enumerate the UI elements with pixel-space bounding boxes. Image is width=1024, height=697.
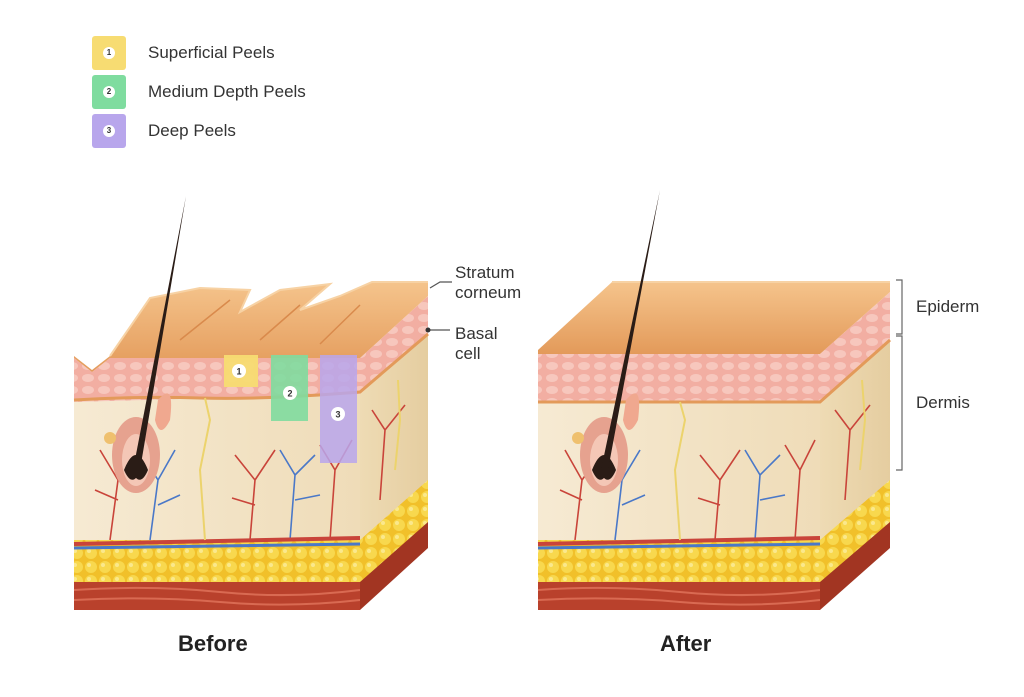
- before-caption: Before: [178, 631, 248, 656]
- before-muscle-side: [360, 520, 428, 610]
- after-blood-vessels: [537, 404, 871, 550]
- legend-label-deep: Deep Peels: [148, 121, 236, 140]
- after-muscle-side: [820, 520, 890, 610]
- basal-cell-label: Basal cell: [455, 324, 498, 364]
- epidermis-bracket: [896, 279, 903, 335]
- after-stratum-corneum: [538, 282, 890, 354]
- after-epidermis-cells-side: [820, 292, 890, 402]
- before-stratum-corneum: [74, 282, 428, 372]
- after-hair-follicle: [572, 190, 660, 493]
- legend: 1 Superficial Peels 2 Medium Depth Peels…: [92, 34, 306, 151]
- before-fat-side: [360, 478, 428, 582]
- stratum-corneum-leader: [429, 281, 452, 289]
- basal-cell-label-line2: cell: [455, 344, 481, 363]
- before-dermis-side: [360, 332, 428, 540]
- peel-marker-2-number: 2: [287, 389, 292, 399]
- stratum-corneum-label-line1: Stratum: [455, 263, 515, 282]
- legend-swatch-2: 2: [92, 75, 126, 109]
- epidermis-label: Epiderm: [916, 297, 980, 316]
- dermis-bracket: [896, 335, 903, 471]
- legend-label-medium: Medium Depth Peels: [148, 82, 306, 101]
- after-epidermis-cells: [538, 354, 820, 402]
- after-caption: After: [660, 631, 712, 656]
- after-fat-side: [820, 478, 890, 582]
- before-epidermis-cells-side: [360, 296, 428, 394]
- legend-swatch-1: 1: [92, 36, 126, 70]
- legend-number-1: 1: [103, 47, 115, 59]
- legend-number-3: 3: [103, 125, 115, 137]
- basal-cell-label-line1: Basal: [455, 324, 498, 343]
- after-muscle-layer: [538, 580, 820, 610]
- legend-swatch-3: 3: [92, 114, 126, 148]
- before-nerve: [198, 397, 212, 541]
- stratum-corneum-label-line2: corneum: [455, 283, 522, 302]
- legend-item-deep: 3 Deep Peels: [92, 112, 306, 150]
- before-skin-block: 1 2 3: [73, 196, 452, 610]
- legend-number-2: 2: [103, 86, 115, 98]
- stratum-corneum-label: Stratum corneum: [455, 263, 521, 303]
- legend-item-medium: 2 Medium Depth Peels: [92, 73, 306, 111]
- dermis-label: Dermis: [916, 393, 970, 412]
- peel-marker-3-number: 3: [335, 410, 340, 420]
- legend-item-superficial: 1 Superficial Peels: [92, 34, 306, 72]
- after-skin-block: [537, 190, 903, 610]
- legend-label-superficial: Superficial Peels: [148, 43, 275, 62]
- peel-marker-1-number: 1: [236, 367, 241, 377]
- before-hair-follicle: [104, 196, 186, 493]
- after-nerve: [673, 401, 687, 541]
